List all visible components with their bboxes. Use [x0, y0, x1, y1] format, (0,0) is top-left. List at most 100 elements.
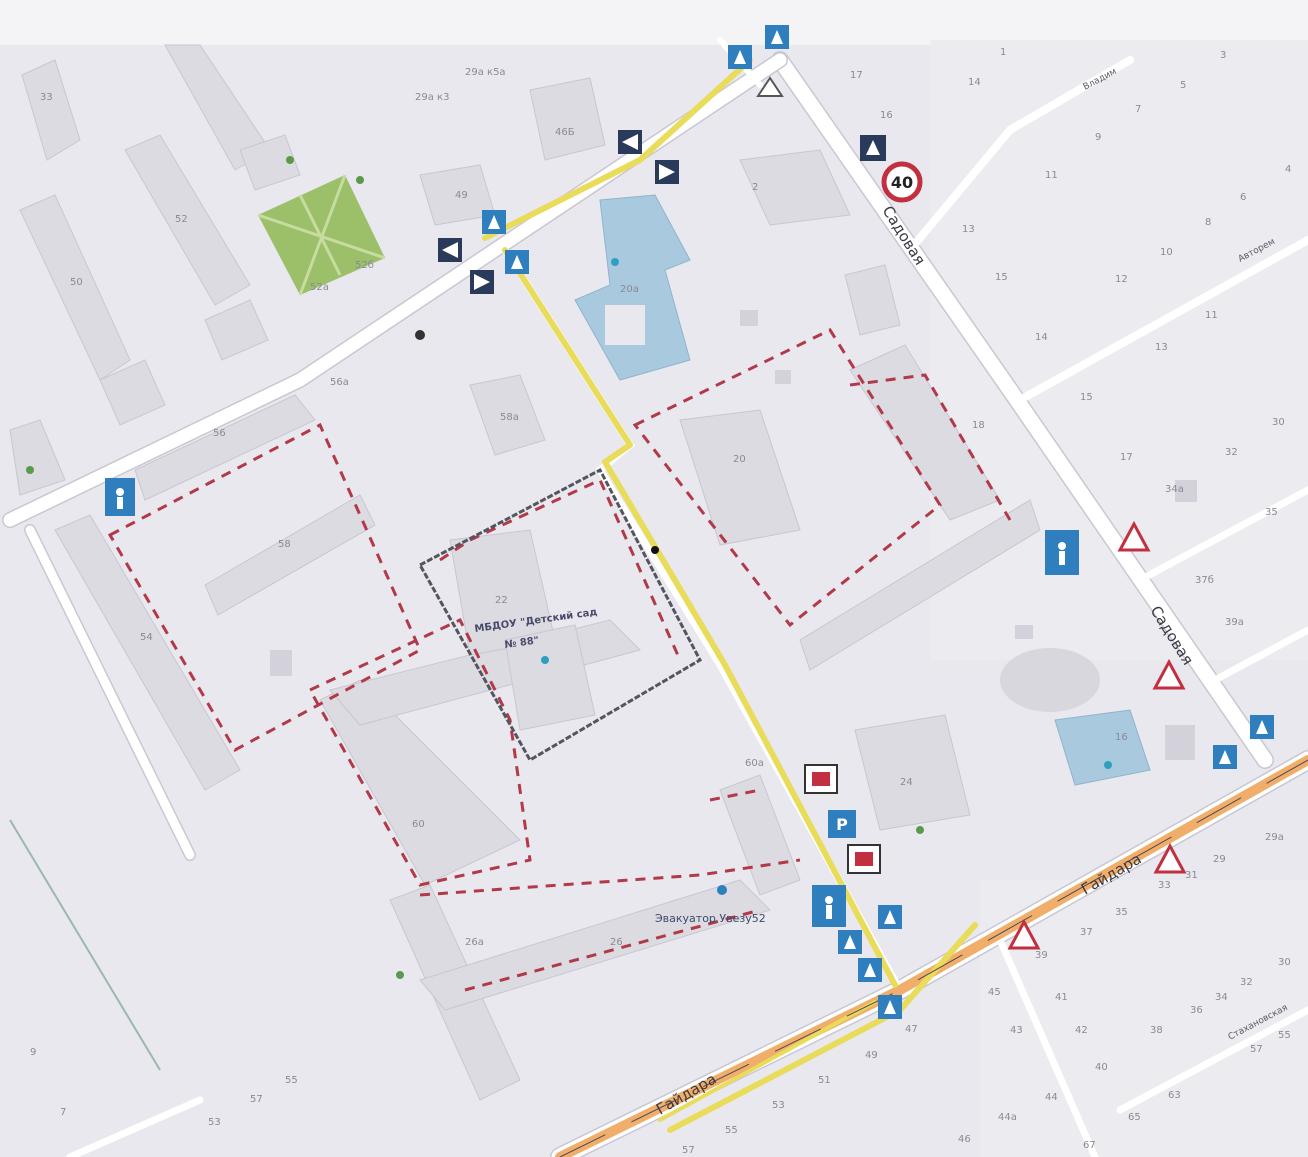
crosswalk-sign-icon: [878, 995, 902, 1019]
house-number-label: 32: [1225, 447, 1238, 458]
car-service-icon: [717, 885, 727, 895]
children-warning-sign-icon: [1152, 658, 1186, 690]
house-number-label: 15: [1080, 392, 1093, 403]
house-number-label: 45: [988, 987, 1001, 998]
crosswalk-sign-icon: [1213, 745, 1237, 769]
crosswalk-sign-icon: [505, 250, 529, 274]
house-number-label: 50: [70, 277, 83, 288]
house-number-label: 37б: [1195, 575, 1214, 586]
house-number-label: 5: [1180, 80, 1186, 91]
pedestrian-zone-sign-icon: [105, 478, 135, 516]
house-number-label: 13: [962, 224, 975, 235]
house-number-label: 38: [1150, 1025, 1163, 1036]
house-number-label: 17: [1120, 452, 1133, 463]
house-number-label: 14: [968, 77, 981, 88]
house-number-label: 4: [1285, 164, 1291, 175]
house-number-label: 55: [725, 1125, 738, 1136]
house-number-label: 34: [1215, 992, 1228, 1003]
bus-stop-sign-icon: [804, 764, 838, 794]
blue-buildings: [574, 194, 1151, 786]
route-overlays: [482, 57, 1308, 1157]
house-number-label: 15: [995, 272, 1008, 283]
house-number-label: 10: [1160, 247, 1173, 258]
school-icon: [611, 258, 619, 266]
children-warning-sign-icon: [1153, 842, 1187, 874]
house-number-label: 17: [850, 70, 863, 81]
house-number-label: 2: [752, 182, 758, 193]
kindergarten-icon: [541, 656, 549, 664]
crosswalk-sign-icon: [838, 930, 862, 954]
house-number-label: 54: [140, 632, 153, 643]
park: [257, 174, 386, 296]
house-number-label: 39а: [1225, 617, 1244, 628]
map-top-margin: [0, 0, 1308, 45]
house-number-label: 30: [1278, 957, 1291, 968]
house-number-label: 52а: [310, 282, 329, 293]
house-number-label: 20: [733, 454, 746, 465]
shop-icon: [916, 826, 924, 834]
house-number-label: 35: [1115, 907, 1128, 918]
tree-icon: [356, 176, 364, 184]
house-number-label: 35: [1265, 507, 1278, 518]
house-number-label: 24: [900, 777, 913, 788]
house-number-label: 29а к5а: [465, 67, 506, 78]
house-number-label: 26а: [465, 937, 484, 948]
house-number-label: 6: [1240, 192, 1246, 203]
house-number-label: 37: [1080, 927, 1093, 938]
house-number-label: 1: [1000, 47, 1006, 58]
house-number-label: 46Б: [555, 127, 575, 138]
shop-icon: [26, 466, 34, 474]
house-number-label: 49: [865, 1050, 878, 1061]
monument-icon: [415, 330, 425, 340]
house-number-label: 29: [1213, 854, 1226, 865]
house-number-label: 60: [412, 819, 425, 830]
house-number-label: 41: [1055, 992, 1068, 1003]
children-warning-sign-icon: [1117, 520, 1151, 552]
house-number-label: 16: [1115, 732, 1128, 743]
house-number-label: 29а: [1265, 832, 1284, 843]
crosswalk-sign-icon: [858, 958, 882, 982]
house-number-label: 9: [30, 1047, 36, 1058]
house-number-label: 12: [1115, 274, 1128, 285]
priority-sign-icon: [438, 238, 462, 262]
house-number-label: 26: [610, 937, 623, 948]
house-number-label: 11: [1205, 310, 1218, 321]
house-number-label: 30: [1272, 417, 1285, 428]
house-number-label: 11: [1045, 170, 1058, 181]
house-number-label: 18: [972, 420, 985, 431]
house-number-label: 36: [1190, 1005, 1203, 1016]
crosswalk-sign-icon: [878, 905, 902, 929]
house-number-label: 56: [213, 428, 226, 439]
point-marker-icon: [651, 546, 659, 554]
crosswalk-sign-icon: [1250, 715, 1274, 739]
house-number-label: 34а: [1165, 484, 1184, 495]
house-number-label: 57: [1250, 1044, 1263, 1055]
house-number-label: 58: [278, 539, 291, 550]
house-number-label: 43: [1010, 1025, 1023, 1036]
house-number-label: 63: [1168, 1090, 1181, 1101]
house-number-label: 47: [905, 1024, 918, 1035]
buildings: [9, 44, 1197, 1101]
warning-triangle-icon: [756, 76, 784, 97]
evacuator-label: Эвакуатор Увезу52: [655, 912, 766, 925]
pedestrian-zone-sign-icon: [1045, 530, 1079, 575]
house-number-label: 57: [250, 1094, 263, 1105]
house-number-label: 40: [1095, 1062, 1108, 1073]
house-number-label: 7: [1135, 104, 1141, 115]
red-zone-lines: [107, 328, 1012, 992]
house-number-label: 39: [1035, 950, 1048, 961]
children-warning-sign-icon: [1007, 918, 1041, 950]
house-number-label: 42: [1075, 1025, 1088, 1036]
house-number-label: 51: [818, 1075, 831, 1086]
house-number-label: 55: [285, 1075, 298, 1086]
house-number-label: 52б: [355, 260, 374, 271]
house-number-label: 33: [1158, 880, 1171, 891]
traffic-signs: 40 P: [105, 25, 1274, 1019]
kindergarten-border: [417, 467, 702, 763]
shop-icon: [396, 971, 404, 979]
house-number-label: 3: [1220, 50, 1226, 61]
house-number-label: 57: [682, 1145, 695, 1156]
house-numbers: 33 29а к3 29а к5а 49 46Б 52 52б 52а 50 5…: [30, 47, 1291, 1156]
park-icon: [286, 156, 294, 164]
